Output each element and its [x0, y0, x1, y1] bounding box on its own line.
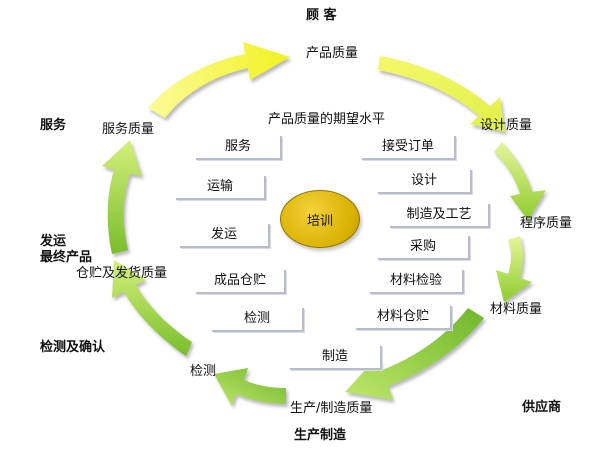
center-label: 培训 [306, 213, 333, 229]
inner-box-purchasing: 采购 [378, 236, 470, 260]
arrow-top-right [378, 56, 505, 132]
inner-box-transport: 运输 [176, 176, 266, 200]
ring-production-quality: 生产/制造质量 [290, 401, 373, 416]
arrow-top-left [148, 42, 290, 118]
inner-title: 产品质量的期望水平 [268, 112, 386, 127]
inner-box-shipping: 发运 [180, 224, 270, 248]
center-training-ellipse: 培训 [280, 190, 360, 248]
inner-box-material-storage: 材料仓贮 [356, 306, 452, 330]
inner-box-manufacturing-process: 制造及工艺 [390, 204, 490, 228]
ring-design-quality: 设计质量 [480, 118, 533, 133]
label-customer: 顾 客 [306, 8, 337, 23]
label-supplier: 供应商 [522, 400, 562, 415]
label-service: 服务 [40, 118, 67, 133]
arrow-right-upper [494, 142, 546, 220]
ring-storage-shipping-quality: 仓贮及发货质量 [76, 266, 168, 281]
inner-box-manufacturing: 制造 [290, 346, 382, 370]
arrow-left-lower [112, 260, 192, 356]
label-inspection-confirm: 检测及确认 [40, 340, 106, 355]
inner-box-design: 设计 [378, 170, 472, 194]
ring-service-quality: 服务质量 [102, 122, 155, 137]
inner-box-finished-storage: 成品仓贮 [196, 270, 286, 294]
arrow-bottom-right [345, 308, 484, 400]
ring-material-quality: 材料质量 [490, 302, 543, 317]
inner-box-inspection: 检测 [212, 308, 304, 332]
ring-inspection: 检测 [190, 364, 217, 379]
ring-product-quality: 产品质量 [306, 46, 359, 61]
inner-box-accept-order: 接受订单 [362, 136, 456, 160]
label-final-product: 最终产品 [40, 250, 93, 265]
arrow-right-lower [496, 236, 532, 302]
label-production: 生产制造 [294, 428, 347, 443]
inner-box-service: 服务 [196, 136, 282, 160]
label-deliver: 发运 [40, 234, 67, 249]
arrow-left-upper [102, 140, 142, 254]
arrow-bottom-left [214, 368, 286, 406]
ring-process-quality: 程序质量 [520, 216, 573, 231]
inner-box-material-inspection: 材料检验 [370, 270, 464, 294]
